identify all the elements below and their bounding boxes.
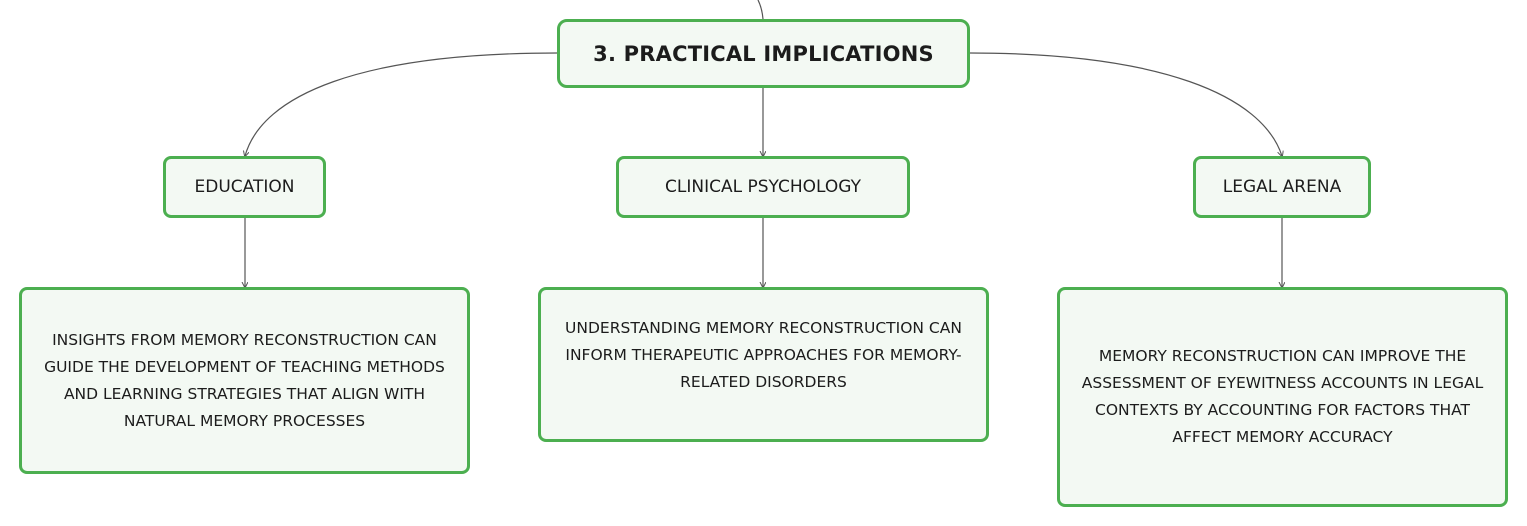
parent-connector: [757, 0, 764, 20]
connector-root-education: [245, 52, 558, 156]
subtopic-node-education[interactable]: EDUCATION: [163, 156, 326, 218]
subtopic-node-clinical-psychology[interactable]: CLINICAL PSYCHOLOGY: [616, 156, 910, 218]
subtopic-label: CLINICAL PSYCHOLOGY: [665, 177, 861, 197]
connector-root-legal: [969, 52, 1282, 156]
subtopic-label: LEGAL ARENA: [1222, 177, 1342, 197]
subtopic-node-legal-arena[interactable]: LEGAL ARENA: [1193, 156, 1371, 218]
detail-text: INSIGHTS FROM MEMORY RECONSTRUCTION CAN …: [44, 330, 445, 430]
topic-title: 3. PRACTICAL IMPLICATIONS: [593, 41, 934, 66]
detail-node-education[interactable]: INSIGHTS FROM MEMORY RECONSTRUCTION CAN …: [19, 287, 470, 474]
detail-text: UNDERSTANDING MEMORY RECONSTRUCTION CAN …: [565, 319, 962, 391]
subtopic-label: EDUCATION: [194, 177, 295, 197]
topic-node-practical-implications[interactable]: 3. PRACTICAL IMPLICATIONS: [557, 19, 970, 88]
detail-node-legal-arena[interactable]: MEMORY RECONSTRUCTION CAN IMPROVE THE AS…: [1057, 287, 1508, 507]
detail-node-clinical-psychology[interactable]: UNDERSTANDING MEMORY RECONSTRUCTION CAN …: [538, 287, 989, 442]
detail-text: MEMORY RECONSTRUCTION CAN IMPROVE THE AS…: [1081, 347, 1484, 446]
